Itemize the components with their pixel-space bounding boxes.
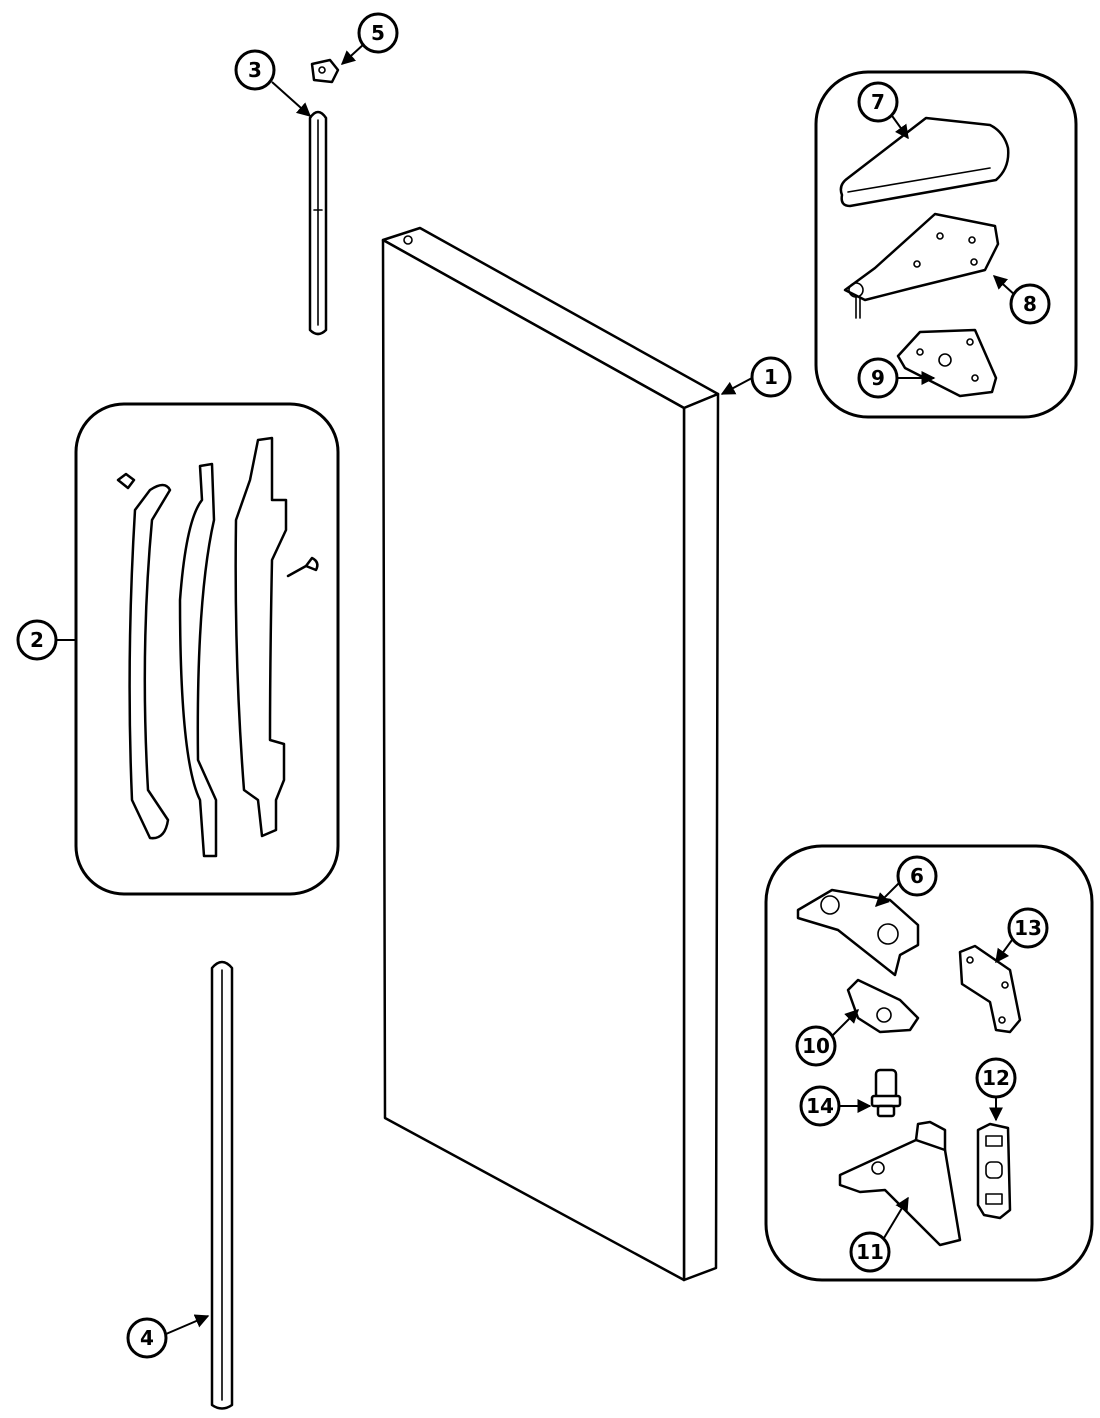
trim-end-cap[interactable]	[310, 58, 340, 84]
callout-1-label: 1	[764, 365, 778, 389]
callout-8: 8	[992, 275, 1051, 325]
callout-4: 4	[126, 1314, 210, 1359]
callout-12: 12	[975, 1057, 1017, 1122]
hinge-pin[interactable]	[870, 1068, 902, 1118]
callout-11-label: 11	[856, 1240, 884, 1264]
callout-3-label: 3	[248, 58, 262, 82]
callout-12-label: 12	[982, 1066, 1010, 1090]
lower-hinge[interactable]	[796, 888, 920, 977]
handle-kit-group	[74, 402, 340, 896]
upper-hinge[interactable]	[843, 212, 1000, 302]
upper-hinge-group	[814, 70, 1078, 419]
callout-10: 10	[795, 1009, 859, 1067]
handle-trim[interactable]	[178, 462, 218, 858]
callout-8-label: 8	[1023, 292, 1037, 316]
hinge-bracket[interactable]	[838, 1138, 962, 1247]
hinge-cover[interactable]	[839, 116, 1010, 208]
lower-hinge-group	[764, 844, 1094, 1282]
screw-icon	[116, 472, 136, 490]
callout-6-label: 6	[910, 864, 924, 888]
callout-13: 13	[995, 907, 1049, 964]
callout-13-label: 13	[1014, 916, 1042, 940]
callout-10-label: 10	[802, 1034, 830, 1058]
callout-1: 1	[720, 356, 792, 398]
trim-lower[interactable]	[210, 960, 234, 1410]
handle-insert[interactable]	[128, 483, 172, 840]
screw-icon	[286, 556, 319, 578]
callout-14-label: 14	[806, 1094, 834, 1118]
door-panel[interactable]	[381, 226, 720, 1282]
callout-5-label: 5	[371, 21, 385, 45]
handle-body[interactable]	[234, 436, 288, 838]
callout-6: 6	[875, 855, 938, 907]
callout-14: 14	[799, 1085, 872, 1127]
callout-5: 5	[340, 12, 399, 65]
hinge-plate[interactable]	[958, 944, 1022, 1034]
hinge-shim[interactable]	[896, 328, 998, 398]
callout-9: 9	[857, 357, 936, 399]
callout-2-label: 2	[30, 628, 44, 652]
trim-upper[interactable]	[308, 110, 328, 336]
door-stop[interactable]	[976, 1122, 1012, 1220]
callout-7: 7	[857, 81, 909, 140]
callout-7-label: 7	[871, 90, 885, 114]
callout-4-label: 4	[140, 1326, 154, 1350]
callout-2: 2	[16, 619, 76, 661]
callout-9-label: 9	[871, 366, 885, 390]
callout-3: 3	[234, 49, 312, 117]
callout-11: 11	[849, 1196, 909, 1273]
hinge-spacer[interactable]	[846, 978, 920, 1034]
